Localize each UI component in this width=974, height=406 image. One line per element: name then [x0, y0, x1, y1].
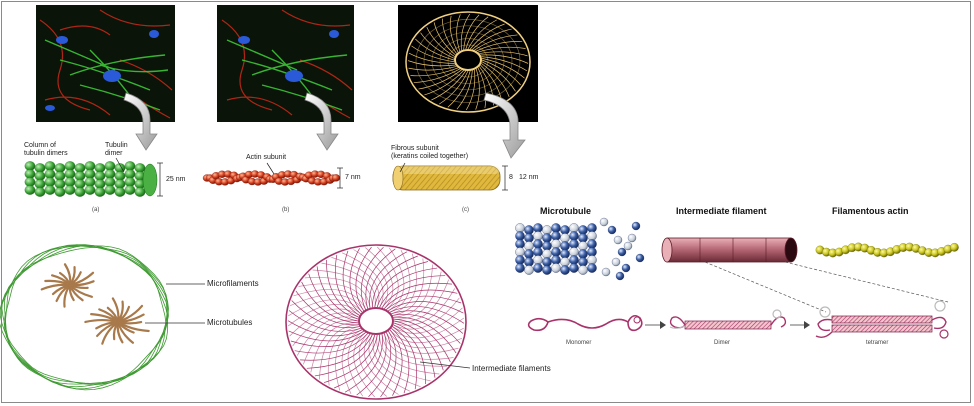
- label-tetramer: tetramer: [866, 340, 889, 346]
- keratin-model-c: [392, 162, 501, 191]
- panel-letter-a: (a): [92, 207, 100, 213]
- header-microtubule: Microtubule: [540, 206, 591, 216]
- intermediate-filament-network: [285, 244, 471, 400]
- label-tubulin-dimer: Tubulin dimer: [105, 142, 128, 158]
- micrograph-c: [398, 5, 538, 122]
- header-filamentous-actin: Filamentous actin: [832, 206, 909, 216]
- label-microtubules: Microtubules: [207, 318, 253, 327]
- size-25nm: 25 nm: [166, 176, 186, 183]
- label-column-tubulin-dimers: Column of tubulin dimers: [24, 142, 68, 158]
- microtubule-end-cap: [142, 163, 158, 197]
- label-microfilaments: Microfilaments: [207, 279, 259, 288]
- dimer-model: [669, 309, 787, 330]
- cell-diagram: [0, 244, 205, 391]
- label-tubulin-line1: Tubulin: [105, 142, 128, 149]
- label-column-line1: Column of: [24, 142, 56, 149]
- dimension-bracket-b: [266, 162, 343, 189]
- label-fibrous-line2: (keratins coiled together): [391, 153, 469, 160]
- arrow-monomer-to-dimer: [645, 321, 666, 329]
- tetramer-model: [815, 300, 949, 339]
- label-actin-subunit: Actin subunit: [246, 154, 287, 161]
- dimension-bracket-c: [502, 165, 508, 191]
- micrograph-b: [217, 5, 354, 122]
- panel-letter-b: (b): [282, 207, 290, 213]
- monomer-model: [527, 314, 643, 332]
- dimension-bracket-a: [115, 157, 163, 197]
- header-intermediate-filament: Intermediate filament: [676, 206, 767, 216]
- actin-model-b: [202, 170, 341, 186]
- size-12nm: 12 nm: [519, 174, 539, 181]
- label-dimer: Dimer: [714, 340, 730, 346]
- filamentous-actin-chain: [815, 242, 959, 258]
- label-fibrous-subunit: Fibrous subunit (keratins coiled togethe…: [391, 145, 468, 161]
- label-monomer: Monomer: [566, 340, 592, 346]
- zoom-lines: [704, 261, 949, 313]
- intermediate-filament-tube: [661, 237, 798, 263]
- size-7nm: 7 nm: [345, 174, 361, 181]
- panel-letter-c: (c): [462, 207, 469, 213]
- microtubule-3d-model: [515, 217, 645, 281]
- microtubule-model-a: [24, 161, 158, 197]
- size-8: 8: [509, 174, 513, 181]
- arrow-dimer-to-tetramer: [790, 321, 810, 329]
- label-tubulin-line2: dimer: [105, 150, 123, 157]
- label-column-line2: tubulin dimers: [24, 150, 68, 157]
- label-fibrous-line1: Fibrous subunit: [391, 145, 439, 152]
- arrows-micrograph-to-model: [123, 92, 526, 159]
- micrograph-a: [36, 5, 175, 122]
- label-intermediate-filaments: Intermediate filaments: [472, 364, 551, 373]
